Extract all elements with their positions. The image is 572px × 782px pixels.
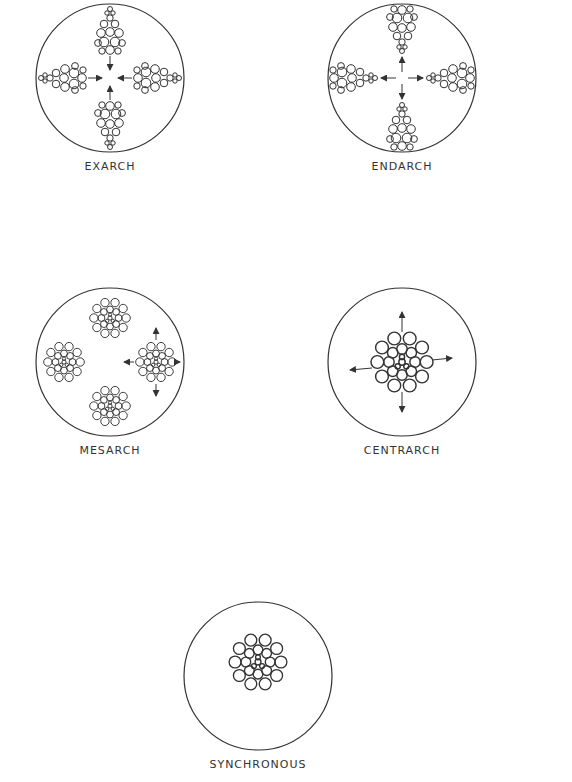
type-label: CENTRARCH: [364, 444, 440, 458]
type-label: MESARCH: [79, 444, 140, 458]
type-label: SYNCHRONOUS: [209, 758, 306, 772]
type-label: EXARCH: [84, 160, 135, 174]
type-label: ENDARCH: [371, 160, 432, 174]
